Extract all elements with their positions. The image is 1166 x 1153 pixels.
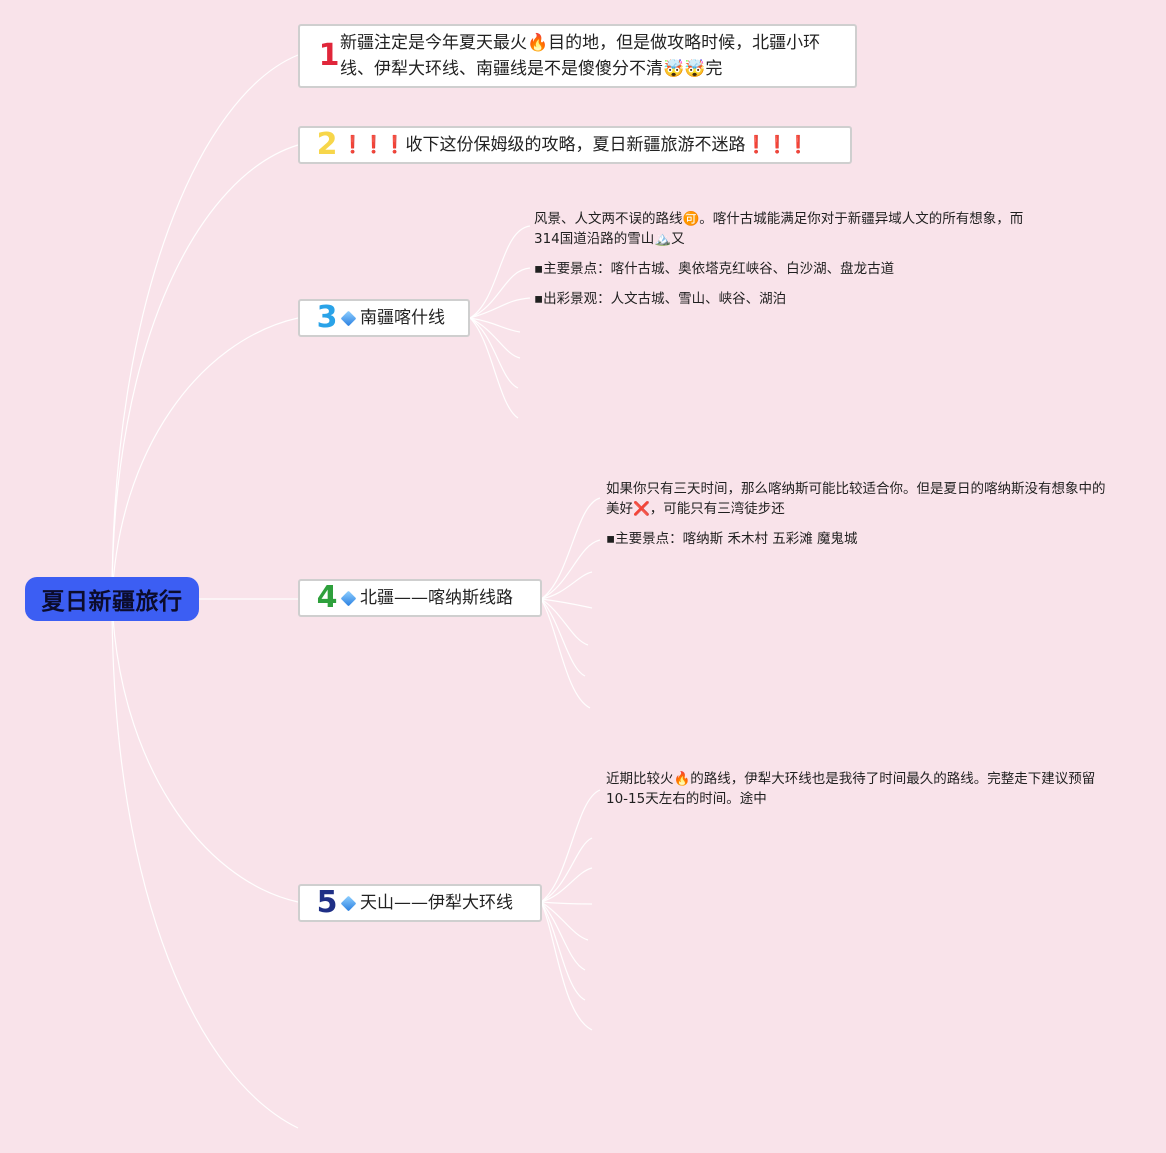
leaf-note[interactable]: 如果你只有三天时间，那么喀纳斯可能比较适合你。但是夏日的喀纳斯没有想象中的美好❌… <box>606 481 1106 517</box>
leaf-note[interactable]: 近期比较火🔥的路线，伊犁大环线也是我待了时间最久的路线。完整走下建议预留10-1… <box>606 771 1096 807</box>
leaf-note[interactable]: ▪主要景点：喀什古城、奥依塔克红峡谷、白沙湖、盘龙古道 <box>534 261 895 277</box>
leaf-note[interactable]: 风景、人文两不误的路线🉑。喀什古城能满足你对于新疆异域人文的所有想象，而314国… <box>534 211 1024 247</box>
number-icon-5: 5 <box>316 885 338 920</box>
leaf-note[interactable]: ▪出彩景观：人文古城、雪山、峡谷、湖泊 <box>534 291 787 307</box>
blue-diamond-icon <box>341 896 356 911</box>
branch-2-text: ❗❗❗收下这份保姆级的攻略，夏日新疆旅游不迷路❗❗❗ <box>342 135 810 155</box>
number-icon-1: 1 <box>318 38 340 73</box>
branch-node-5[interactable]: 5 天山——伊犁大环线 <box>298 884 542 922</box>
branch-3-text: 南疆喀什线 <box>360 308 445 328</box>
number-icon-3: 3 <box>316 300 338 335</box>
branch-node-1[interactable]: 1 新疆注定是今年夏天最火🔥目的地，但是做攻略时候，北疆小环线、伊犁大环线、南疆… <box>298 24 857 88</box>
root-node[interactable]: 夏日新疆旅行 <box>25 577 199 621</box>
root-title: 夏日新疆旅行 <box>41 589 183 615</box>
branch-4-text: 北疆——喀纳斯线路 <box>360 588 513 608</box>
branch-node-4[interactable]: 4 北疆——喀纳斯线路 <box>298 579 542 617</box>
branch-1-text: 新疆注定是今年夏天最火🔥目的地，但是做攻略时候，北疆小环线、伊犁大环线、南疆线是… <box>340 33 821 79</box>
blue-diamond-icon <box>341 311 356 326</box>
branch-5-text: 天山——伊犁大环线 <box>360 893 513 913</box>
number-icon-2: 2 <box>316 127 338 162</box>
branch-node-3[interactable]: 3 南疆喀什线 <box>298 299 470 337</box>
blue-diamond-icon <box>341 591 356 606</box>
branch-node-2[interactable]: 2 ❗❗❗收下这份保姆级的攻略，夏日新疆旅游不迷路❗❗❗ <box>298 126 852 164</box>
number-icon-4: 4 <box>316 580 338 615</box>
leaf-note[interactable]: ▪主要景点：喀纳斯 禾木村 五彩滩 魔鬼城 <box>606 531 858 547</box>
